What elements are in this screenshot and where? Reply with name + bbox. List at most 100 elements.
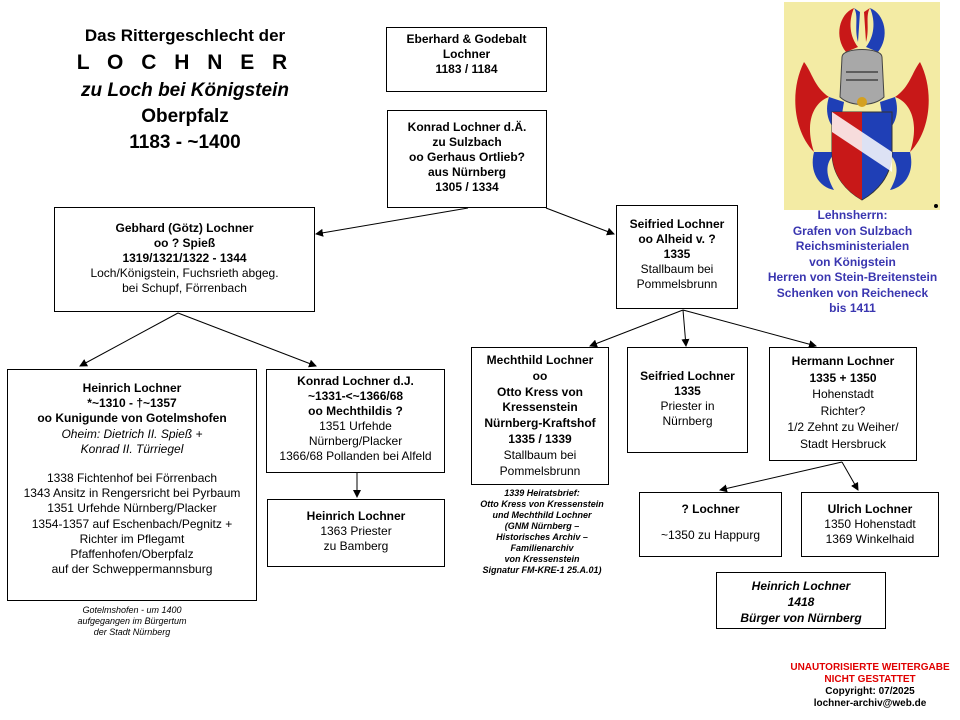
line: Lehnsherrn: <box>817 208 888 222</box>
arrow-seifried-hermann <box>682 309 817 349</box>
line: Bürger von Nürnberg <box>740 611 862 625</box>
line: Pommelsbrunn <box>499 463 581 478</box>
coat-of-arms-icon <box>784 2 940 210</box>
note-heiratsbrief: 1339 Heiratsbrief: Otto Kress von Kresse… <box>462 488 622 576</box>
line: Hermann Lochner <box>791 354 895 368</box>
line: oo Mechthildis ? <box>308 404 403 418</box>
line: 1366/68 Pollanden bei Alfeld <box>279 449 432 463</box>
line: Mechthild Lochner <box>486 353 594 367</box>
warning-line-1: UNAUTORISIERTE WEITERGABE <box>790 662 950 673</box>
line: 1351 Urfehde Nürnberg/Placker <box>47 501 217 516</box>
copyright-line: Copyright: 07/2025 <box>825 686 915 697</box>
line: Eberhard & Godebalt <box>406 32 527 46</box>
line: Seifried Lochner <box>629 217 725 231</box>
line: oo <box>532 368 548 383</box>
line: 1363 Priester <box>320 524 392 538</box>
lehnsherrn-list: Lehnsherrn: Grafen von Sulzbach Reichsmi… <box>760 208 945 317</box>
line: Nürnberg/Placker <box>308 434 403 448</box>
line: Gebhard (Götz) Lochner <box>115 221 254 235</box>
box-unknown-lochner: ? Lochner ~1350 zu Happurg <box>639 492 782 557</box>
line: oo ? Spieß <box>153 236 216 250</box>
line: 1354-1357 auf Eschenbach/Pegnitz + <box>31 516 233 531</box>
line: Konrad II. Türriegel <box>80 441 184 456</box>
line: 1305 / 1334 <box>435 180 499 194</box>
arrow-konrad-gebhard <box>315 207 469 237</box>
line: Signatur FM-KRE-1 25.A.01) <box>482 565 602 575</box>
box-eberhard-godebalt: Eberhard & Godebalt Lochner 1183 / 1184 <box>386 27 547 92</box>
line: Otto Kress von <box>496 384 583 399</box>
line: 1335 + 1350 <box>809 370 877 385</box>
title-line-1: Das Rittergeschlecht der <box>84 26 286 45</box>
line: 1183 / 1184 <box>435 62 498 76</box>
line: zu Bamberg <box>323 539 389 553</box>
line: ? Lochner <box>681 502 740 516</box>
line: 1418 <box>787 595 815 609</box>
box-heinrich-1: Heinrich Lochner *~1310 - †~1357 oo Kuni… <box>7 369 257 601</box>
line: Pfaffenhofen/Oberpfalz <box>70 547 194 562</box>
title-line-2: L O C H N E R <box>76 51 294 74</box>
line: auf der Schweppermannsburg <box>51 562 213 577</box>
line: Konrad Lochner d.J. <box>297 374 414 388</box>
email-line: lochner-archiv@web.de <box>813 698 927 709</box>
note-gotelmshofen: Gotelmshofen - um 1400 aufgegangen im Bü… <box>47 605 217 638</box>
box-ulrich: Ulrich Lochner 1350 Hohenstadt 1369 Wink… <box>801 492 939 557</box>
line: ~1331-<~1366/68 <box>307 389 404 403</box>
line: Stadt Hersbruck <box>799 436 887 451</box>
line: *~1310 - †~1357 <box>87 396 177 411</box>
box-seifried-1: Seifried Lochner oo Alheid v. ? 1335 Sta… <box>616 205 738 309</box>
arrow-gebhard-konrad-dj <box>177 312 317 368</box>
line: Konrad Lochner d.Ä. <box>407 120 527 134</box>
arrow-konrad-seifried <box>545 207 615 236</box>
line: und Mechthild Lochner <box>492 510 592 520</box>
line: von Königstein <box>809 254 896 269</box>
line: Priester in <box>660 399 715 413</box>
arrow-seifried-seifried <box>681 309 690 347</box>
line: 1319/1321/1322 - 1344 <box>122 251 247 265</box>
box-heinrich-2: Heinrich Lochner 1363 Priester zu Bamber… <box>267 499 445 567</box>
page-title: Das Rittergeschlecht der L O C H N E R z… <box>40 24 330 156</box>
line: der Stadt Nürnberg <box>93 627 171 637</box>
box-heinrich-3: Heinrich Lochner 1418 Bürger von Nürnber… <box>716 572 886 629</box>
arrow-hermann-unknown <box>719 461 843 493</box>
copyright-notice: UNAUTORISIERTE WEITERGABE NICHT GESTATTE… <box>780 662 960 710</box>
line: Gotelmshofen - um 1400 <box>82 605 182 615</box>
line: Richter im Pflegamt <box>79 531 185 546</box>
line: Ulrich Lochner <box>827 502 913 516</box>
line: Grafen von Sulzbach <box>792 223 913 238</box>
line: Familienarchiv <box>510 543 574 553</box>
line: Nürnberg <box>662 414 713 428</box>
line: Heinrich Lochner <box>306 509 406 523</box>
line: Historisches Archiv – <box>496 532 588 542</box>
line: 1/2 Zehnt zu Weiher/ <box>787 420 899 434</box>
line: Stallbaum bei <box>503 447 577 462</box>
line: ~1350 zu Happurg <box>660 528 761 542</box>
box-konrad-da: Konrad Lochner d.Ä. zu Sulzbach oo Gerha… <box>387 110 547 208</box>
title-line-4: Oberpfalz <box>141 106 229 127</box>
line: (GNM Nürnberg – <box>504 521 580 531</box>
line: 1338 Fichtenhof bei Förrenbach <box>46 471 218 486</box>
line: bis 1411 <box>829 301 876 315</box>
line: Nürnberg-Kraftshof <box>484 416 596 431</box>
box-seifried-2: Seifried Lochner 1335 Priester in Nürnbe… <box>627 347 748 453</box>
arrow-seifried-mechthild <box>589 309 684 348</box>
line: Reichsministerialen <box>795 239 910 253</box>
line: 1335 <box>674 384 701 398</box>
line: zu Sulzbach <box>432 135 502 149</box>
line: Hohenstadt <box>812 387 874 401</box>
line: Heinrich Lochner <box>751 579 851 593</box>
box-konrad-dj: Konrad Lochner d.J. ~1331-<~1366/68 oo M… <box>266 369 445 473</box>
title-line-5: 1183 - ~1400 <box>129 132 241 153</box>
arrow-hermann-ulrich <box>841 461 859 491</box>
line: oo Alheid v. ? <box>638 232 716 246</box>
line: 1369 Winkelhaid <box>825 532 915 546</box>
line: 1343 Ansitz in Rengersricht bei Pyrbaum <box>23 486 241 501</box>
line: Otto Kress von Kressenstein <box>480 499 604 509</box>
line: Loch/Königstein, Fuchsrieth abgeg. <box>90 266 279 280</box>
line: Lochner <box>442 47 491 61</box>
line: Kressenstein <box>502 400 578 415</box>
line: 1350 Hohenstadt <box>824 517 916 531</box>
arrow-gebhard-heinrich <box>79 312 179 367</box>
line: Oheim: Dietrich II. Spieß + <box>61 426 203 441</box>
line: Stallbaum bei <box>640 262 714 276</box>
